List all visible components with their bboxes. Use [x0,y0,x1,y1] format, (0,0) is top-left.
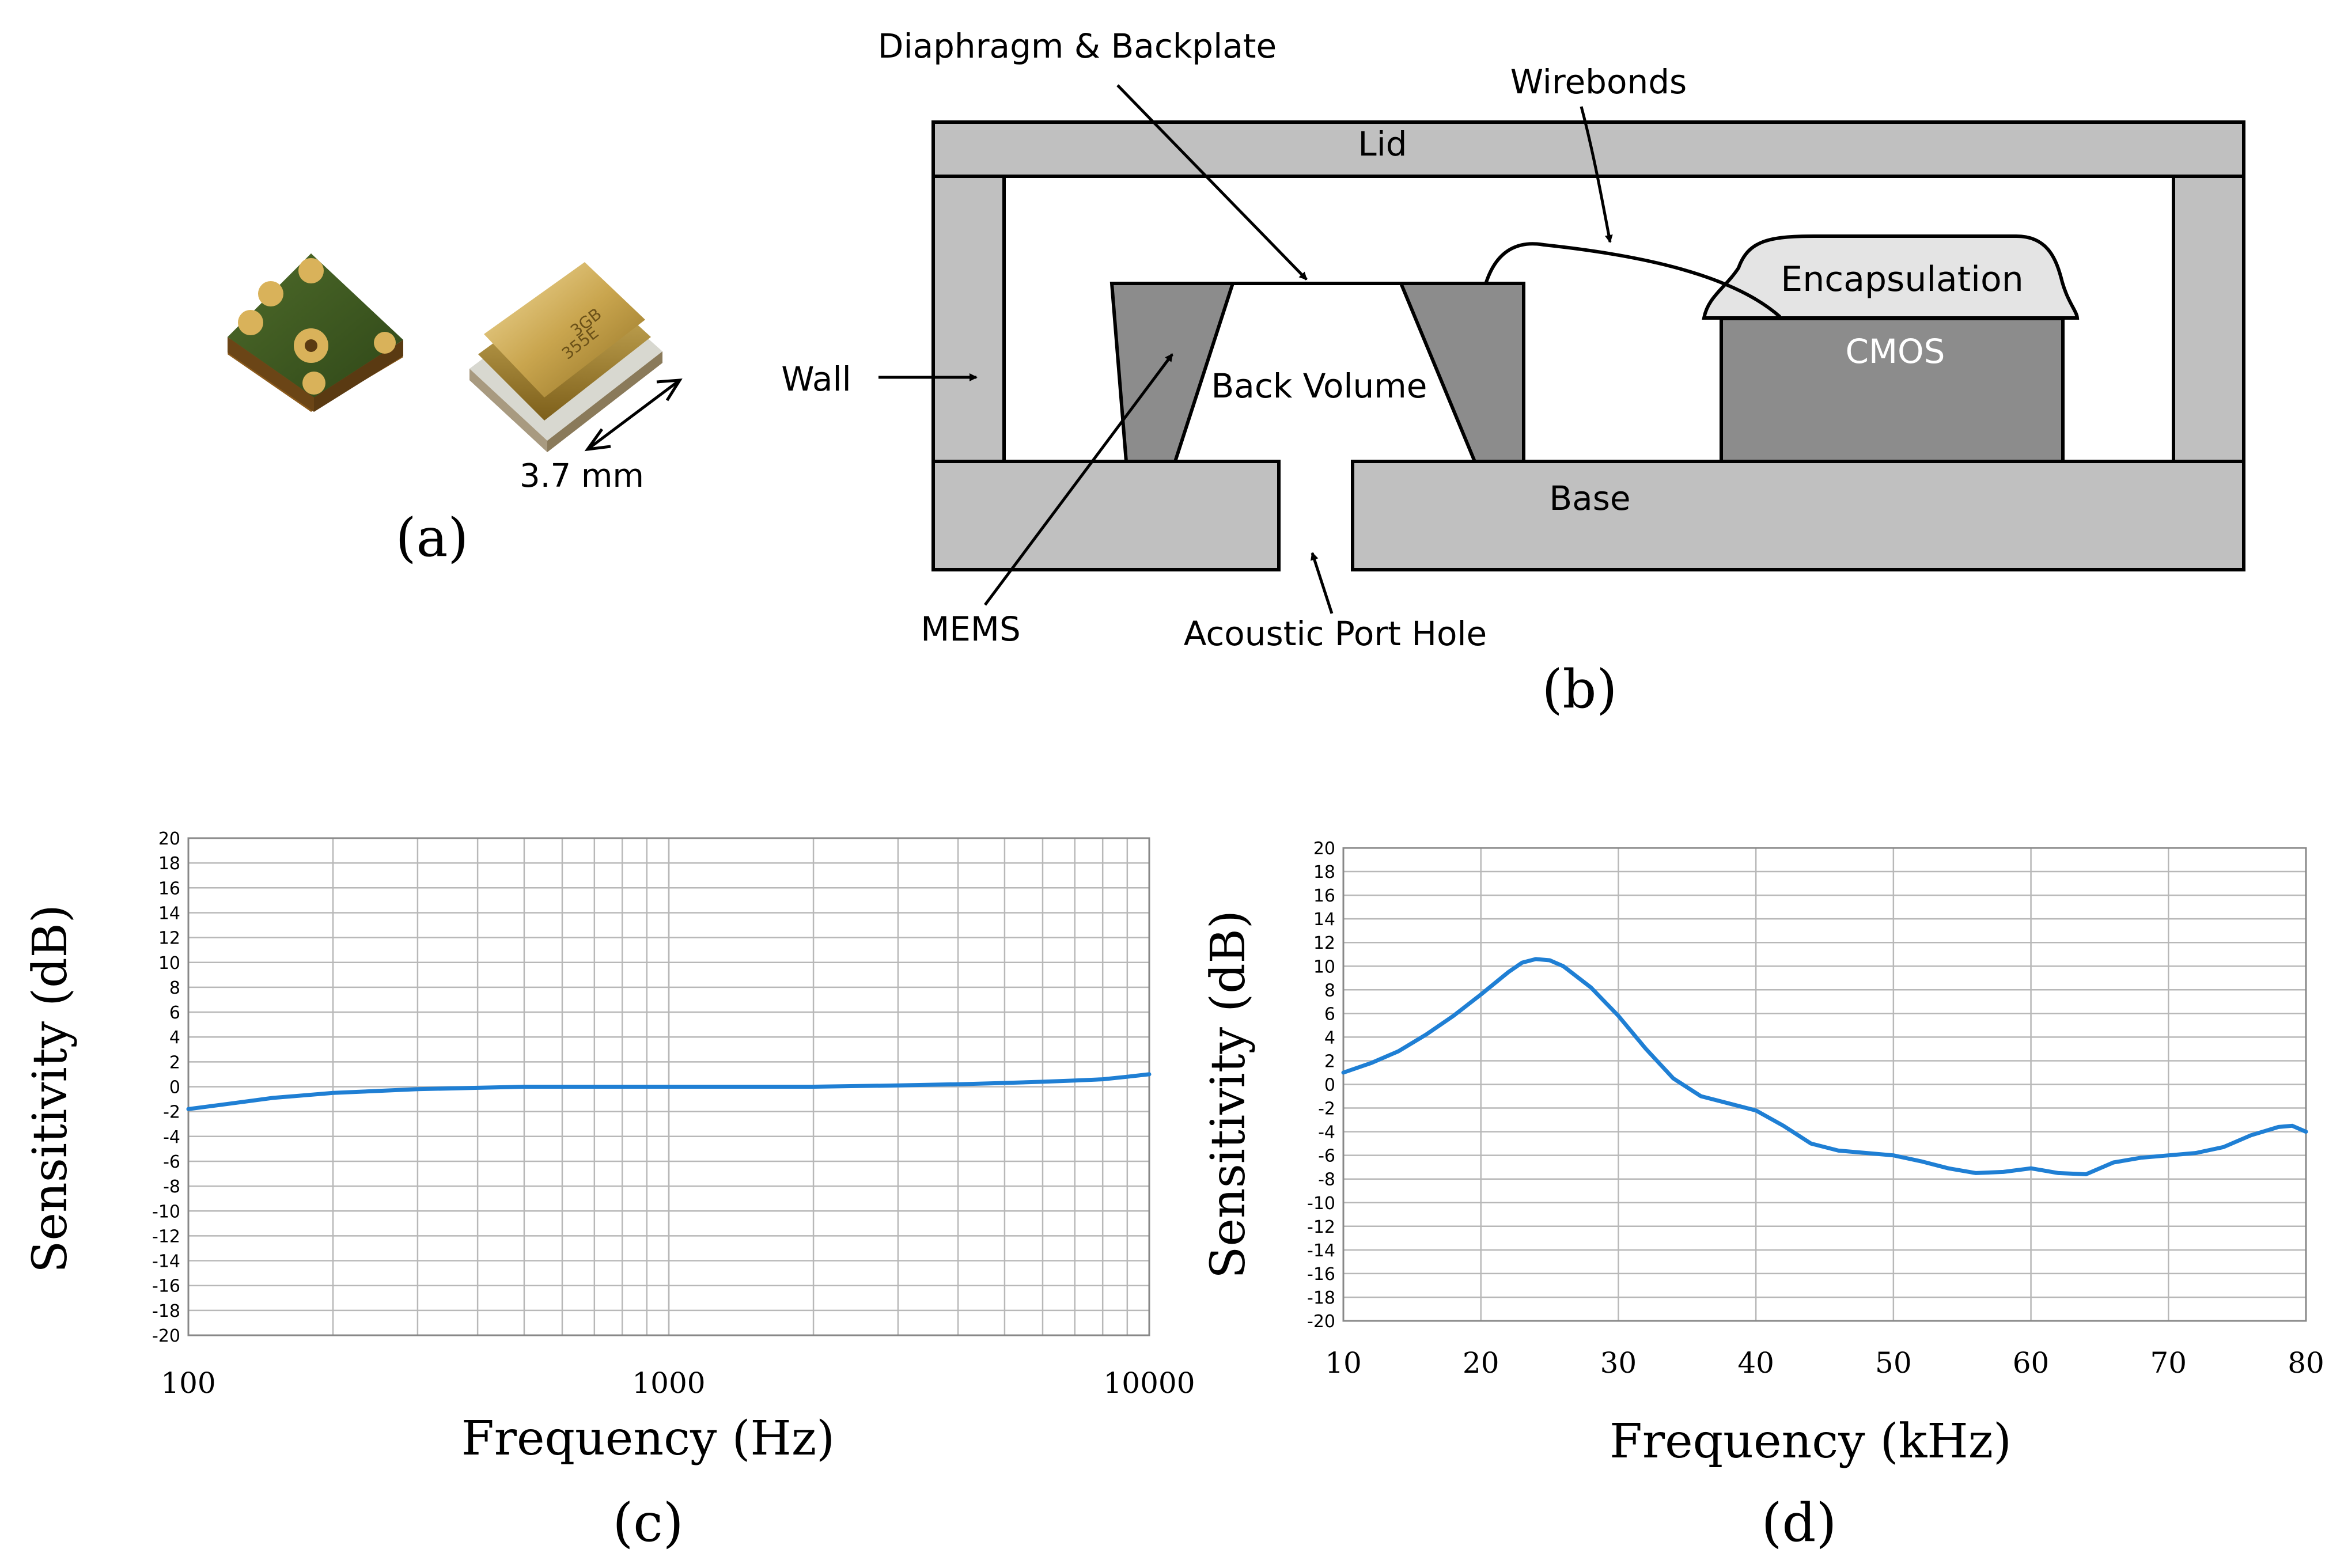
panel-b: Lid Wall Base Back Volume CMOS Encapsula… [781,26,2245,720]
d-xtick-label: 70 [2150,1346,2187,1380]
base-left-block [931,460,1281,571]
d-ytick-label: -16 [1307,1264,1335,1285]
base-label: Base [1549,479,1630,518]
panel-a-label: (a) [396,507,469,569]
d-ytick-label: 18 [1313,862,1335,883]
c-ytick-label: -14 [152,1252,180,1272]
microphone-top-photo: 3GB 355E [469,262,662,452]
d-ytick-label: -6 [1318,1146,1335,1166]
c-ytick-label: 0 [169,1078,180,1098]
lid-label: Lid [1358,124,1407,164]
mems-arrow [983,353,1174,606]
wirebonds-arrow [1580,106,1613,243]
base-right-block [1351,460,2245,571]
chart-c: 20181614121086420-2-4-6-8-10-12-14-16-18… [23,829,1195,1554]
panel-b-label: (b) [1542,658,1618,720]
panel-a: 3GB 355E 3.7 mm (a) [228,253,683,569]
d-ytick-label: 20 [1313,839,1335,859]
d-ytick-label: -20 [1307,1312,1335,1332]
d-ytick-label: 16 [1313,886,1335,906]
c-ytick-label: -2 [163,1103,180,1123]
c-ytick-label: -18 [152,1301,180,1321]
c-ytick-label: 2 [169,1052,180,1073]
diaphragm-arrow [1116,84,1308,281]
d-xtick-label: 10 [1325,1346,1362,1380]
d-ytick-label: 6 [1324,1004,1335,1024]
wirebonds-label: Wirebonds [1510,62,1687,101]
cmos-block [1720,317,2065,463]
wall-label: Wall [781,359,851,399]
d-ytick-label: -14 [1307,1241,1335,1261]
d-ytick-label: 2 [1324,1051,1335,1071]
d-ytick-label: -2 [1318,1099,1335,1119]
wirebond-wire [1484,242,1781,319]
diaphragm-label: Diaphragm & Backplate [878,26,1277,66]
left-wall-block [931,175,1006,463]
c-ytick-label: -20 [152,1326,180,1346]
d-ytick-label: 14 [1313,910,1335,930]
d-ytick-label: 12 [1313,933,1335,953]
d-ytick-label: 8 [1324,980,1335,1001]
d-ytick-label: -18 [1307,1288,1335,1308]
chart-c-series-line [186,1072,1152,1111]
chart-d-xlabel: Frequency (kHz) [1610,1414,2012,1469]
d-ytick-label: -8 [1318,1170,1335,1190]
c-xtick-label: 1000 [632,1366,705,1400]
c-ytick-label: 10 [158,953,180,974]
c-plot-frame [187,837,1150,1336]
c-ytick-label: -8 [163,1177,180,1197]
c-ytick-label: -4 [163,1127,180,1147]
encapsulation-block [1702,234,2080,320]
dimension-label: 3.7 mm [520,457,644,495]
d-ytick-label: -12 [1307,1217,1335,1237]
d-xtick-label: 80 [2288,1346,2324,1380]
d-ytick-label: 10 [1313,957,1335,977]
c-ytick-label: 6 [169,1003,180,1023]
d-xtick-label: 40 [1737,1346,1774,1380]
d-plot-frame [1342,847,2307,1322]
right-wall-block [2172,175,2245,463]
panel-d-label: (d) [1762,1492,1837,1554]
mems-label: MEMS [921,609,1021,649]
d-xtick-label: 30 [1600,1346,1637,1380]
c-ytick-label: 14 [158,903,180,923]
microphone-bottom-photo [228,253,403,412]
c-xtick-label: 100 [161,1366,215,1400]
d-xtick-label: 20 [1463,1346,1499,1380]
c-ytick-label: 4 [169,1028,180,1048]
c-ytick-label: -6 [163,1152,180,1172]
chart-c-ylabel: Sensitivity (dB) [23,904,78,1273]
mems-left-block [1109,282,1236,463]
chart-d-series-line [1341,957,2308,1176]
chart-d-ylabel: Sensitivity (dB) [1201,910,1256,1279]
port-label: Acoustic Port Hole [1184,614,1487,653]
c-ytick-label: 20 [158,829,180,849]
cmos-label: CMOS [1845,332,1945,371]
encapsulation-label: Encapsulation [1781,259,2023,300]
d-xtick-label: 50 [1875,1346,1912,1380]
c-ytick-label: 18 [158,854,180,874]
c-xtick-label: 10000 [1103,1366,1195,1400]
panel-c-label: (c) [612,1492,683,1554]
c-ytick-label: 12 [158,929,180,949]
c-ytick-label: -10 [152,1202,180,1222]
chart-c-xlabel: Frequency (Hz) [461,1411,835,1466]
c-ytick-label: -16 [152,1277,180,1297]
d-ytick-label: -4 [1318,1123,1335,1143]
d-ytick-label: -10 [1307,1194,1335,1214]
c-ytick-label: 16 [158,878,180,899]
d-ytick-label: 4 [1324,1028,1335,1048]
d-ytick-label: 0 [1324,1075,1335,1096]
d-xtick-label: 60 [2013,1346,2050,1380]
port-arrow [1311,552,1334,614]
dimension-arrow [584,378,683,452]
c-ytick-label: 8 [169,978,180,998]
c-ytick-label: -12 [152,1226,180,1247]
chart-d: 20181614121086420-2-4-6-8-10-12-14-16-18… [1201,839,2324,1554]
back-volume-label: Back Volume [1211,366,1427,406]
mems-right-block [1398,282,1525,463]
